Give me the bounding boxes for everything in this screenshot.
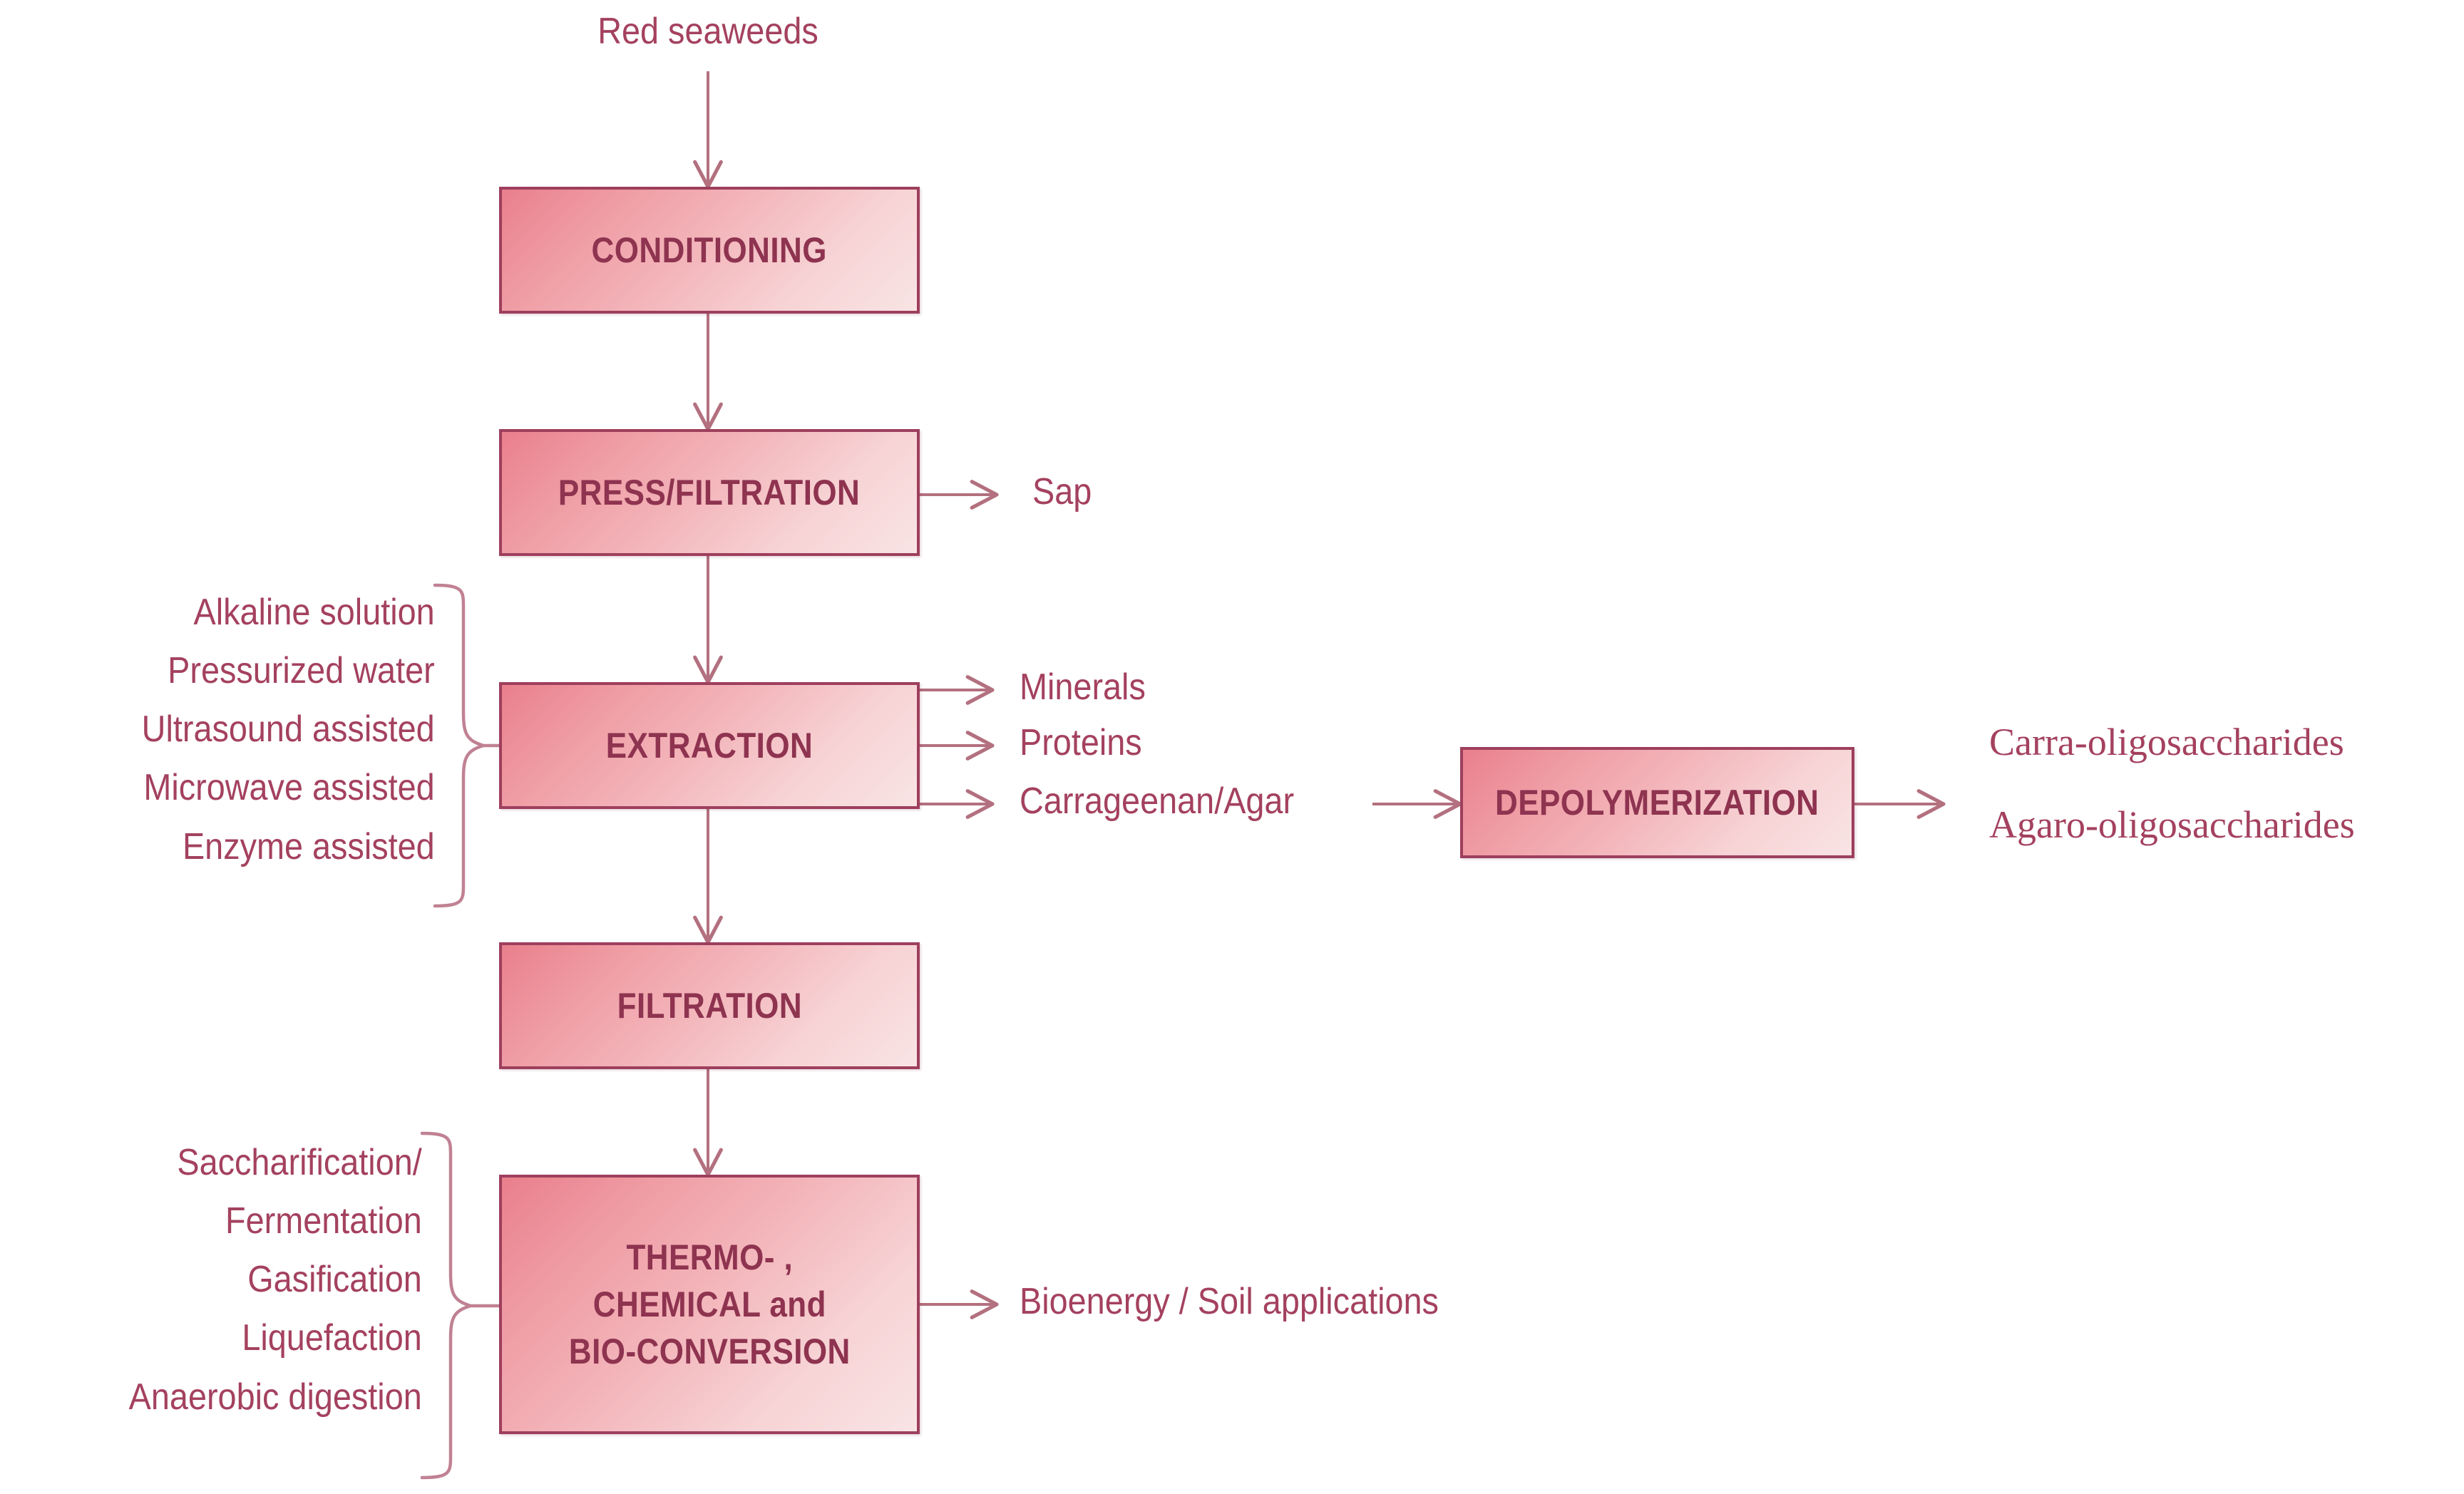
output-label-minerals: Minerals bbox=[1020, 666, 1146, 708]
input-label-red-seaweeds: Red seaweeds bbox=[597, 11, 818, 52]
output-label-sap: Sap bbox=[1032, 471, 1092, 512]
output-label-carra-oligosaccharides: Carra-oligosaccharides bbox=[1989, 721, 2344, 763]
process-box-press-filtration-label: PRESS/FILTRATION bbox=[558, 473, 861, 512]
process-box-filtration-label: FILTRATION bbox=[617, 986, 802, 1026]
extraction-method-item: Alkaline solution bbox=[193, 592, 435, 633]
process-box-press-filtration[interactable]: PRESS/FILTRATION bbox=[499, 429, 920, 556]
process-box-extraction[interactable]: EXTRACTION bbox=[499, 682, 920, 809]
output-label-proteins: Proteins bbox=[1020, 722, 1142, 763]
process-box-conversion-label: THERMO- , CHEMICAL and BIO-CONVERSION bbox=[568, 1237, 851, 1371]
conversion-methods-list: Saccharification/ Fermentation Gasificat… bbox=[129, 1133, 422, 1426]
process-box-thermo-chemical-bio-conversion[interactable]: THERMO- , CHEMICAL and BIO-CONVERSION bbox=[499, 1175, 920, 1434]
process-box-conditioning-label: CONDITIONING bbox=[591, 230, 828, 270]
extraction-method-item: Pressurized water bbox=[168, 650, 435, 692]
process-box-extraction-label: EXTRACTION bbox=[605, 726, 813, 766]
process-box-conditioning[interactable]: CONDITIONING bbox=[499, 187, 920, 314]
conversion-method-item: Anaerobic digestion bbox=[128, 1376, 422, 1418]
output-label-agaro-oligosaccharides: Agaro-oligosaccharides bbox=[1989, 803, 2355, 846]
brace-conversion-methods bbox=[420, 1131, 473, 1480]
output-label-carrageenan-agar: Carrageenan/Agar bbox=[1020, 781, 1295, 822]
conversion-method-item: Gasification bbox=[247, 1259, 422, 1301]
conversion-method-item: Saccharification/ bbox=[177, 1142, 422, 1183]
process-box-depolymerization[interactable]: DEPOLYMERIZATION bbox=[1460, 747, 1854, 858]
output-label-bioenergy-soil-applications: Bioenergy / Soil applications bbox=[1020, 1281, 1439, 1322]
process-box-depolymerization-label: DEPOLYMERIZATION bbox=[1495, 783, 1819, 823]
extraction-methods-list: Alkaline solution Pressurized water Ultr… bbox=[142, 583, 435, 876]
conversion-method-item: Liquefaction bbox=[242, 1317, 422, 1359]
extraction-method-item: Microwave assisted bbox=[143, 767, 435, 809]
extraction-method-item: Ultrasound assisted bbox=[141, 709, 435, 751]
process-box-filtration[interactable]: FILTRATION bbox=[499, 942, 920, 1069]
brace-extraction-methods bbox=[433, 583, 486, 908]
extraction-method-item: Enzyme assisted bbox=[183, 825, 435, 867]
conversion-method-item: Fermentation bbox=[225, 1200, 422, 1242]
